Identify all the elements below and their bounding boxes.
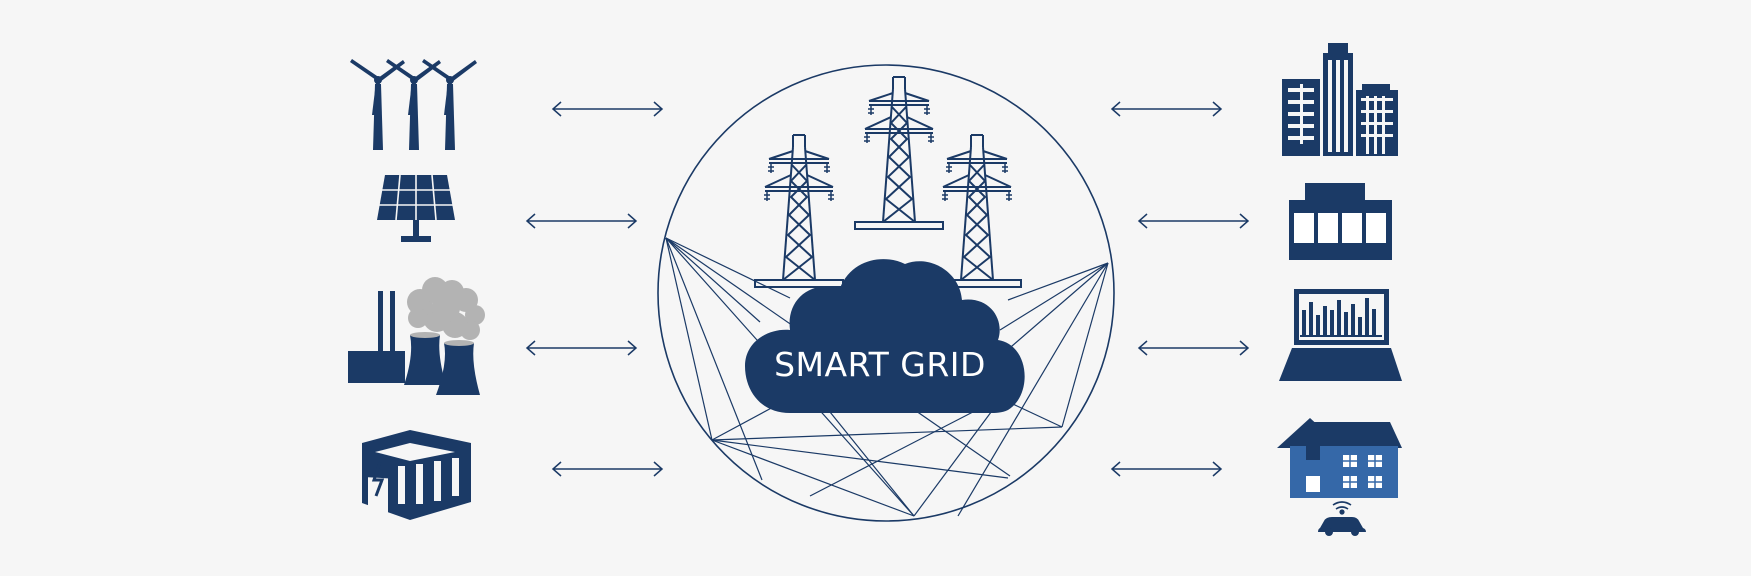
wifi-icon <box>1332 501 1352 515</box>
smart-grid-label: SMART GRID <box>774 345 986 384</box>
double-arrow-icon <box>551 461 664 477</box>
transmission-tower-icon <box>854 76 944 230</box>
factory-icon <box>1289 183 1392 260</box>
double-arrow-icon <box>1137 213 1250 229</box>
laptop-chart-icon <box>1279 289 1402 381</box>
office-buildings-icon <box>1282 43 1398 156</box>
double-arrow-icon <box>1110 461 1223 477</box>
transmission-tower-icon <box>754 134 844 288</box>
left-connections <box>525 101 664 477</box>
double-arrow-icon <box>525 340 638 356</box>
electric-car-icon <box>1318 517 1366 536</box>
battery-storage-icon <box>362 430 471 520</box>
double-arrow-icon <box>551 101 664 117</box>
double-arrow-icon <box>1137 340 1250 356</box>
wind-turbines-icon <box>350 59 477 150</box>
solar-panel-icon <box>377 174 455 242</box>
smart-grid-cloud: SMART GRID <box>745 259 1025 413</box>
central-circle <box>657 64 1115 522</box>
transmission-tower-icon <box>932 134 1022 288</box>
right-connections <box>1110 101 1250 477</box>
double-arrow-icon <box>525 213 638 229</box>
double-arrow-icon <box>1110 101 1223 117</box>
smart-home-ev-icon <box>1277 418 1402 536</box>
smoke-icon <box>407 277 485 340</box>
power-plant-icon <box>348 277 485 395</box>
